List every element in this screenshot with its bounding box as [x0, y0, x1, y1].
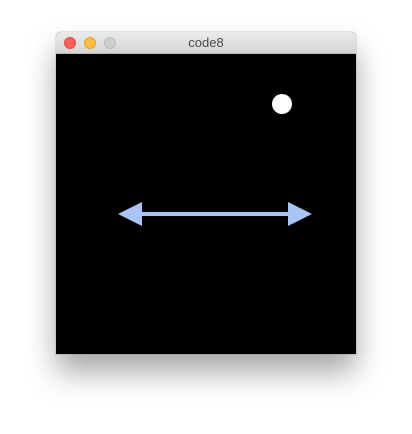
canvas-drawing [118, 94, 312, 226]
double-arrow-icon [118, 202, 312, 226]
title-bar[interactable]: code8 [56, 32, 356, 54]
app-window: code8 [56, 32, 356, 354]
white-dot [272, 94, 292, 114]
minimize-button[interactable] [84, 37, 96, 49]
zoom-button[interactable] [104, 37, 116, 49]
window-title: code8 [188, 35, 224, 50]
close-button[interactable] [64, 37, 76, 49]
arrow-head-left [118, 202, 142, 226]
sketch-canvas[interactable] [56, 54, 356, 354]
arrow-head-right [288, 202, 312, 226]
